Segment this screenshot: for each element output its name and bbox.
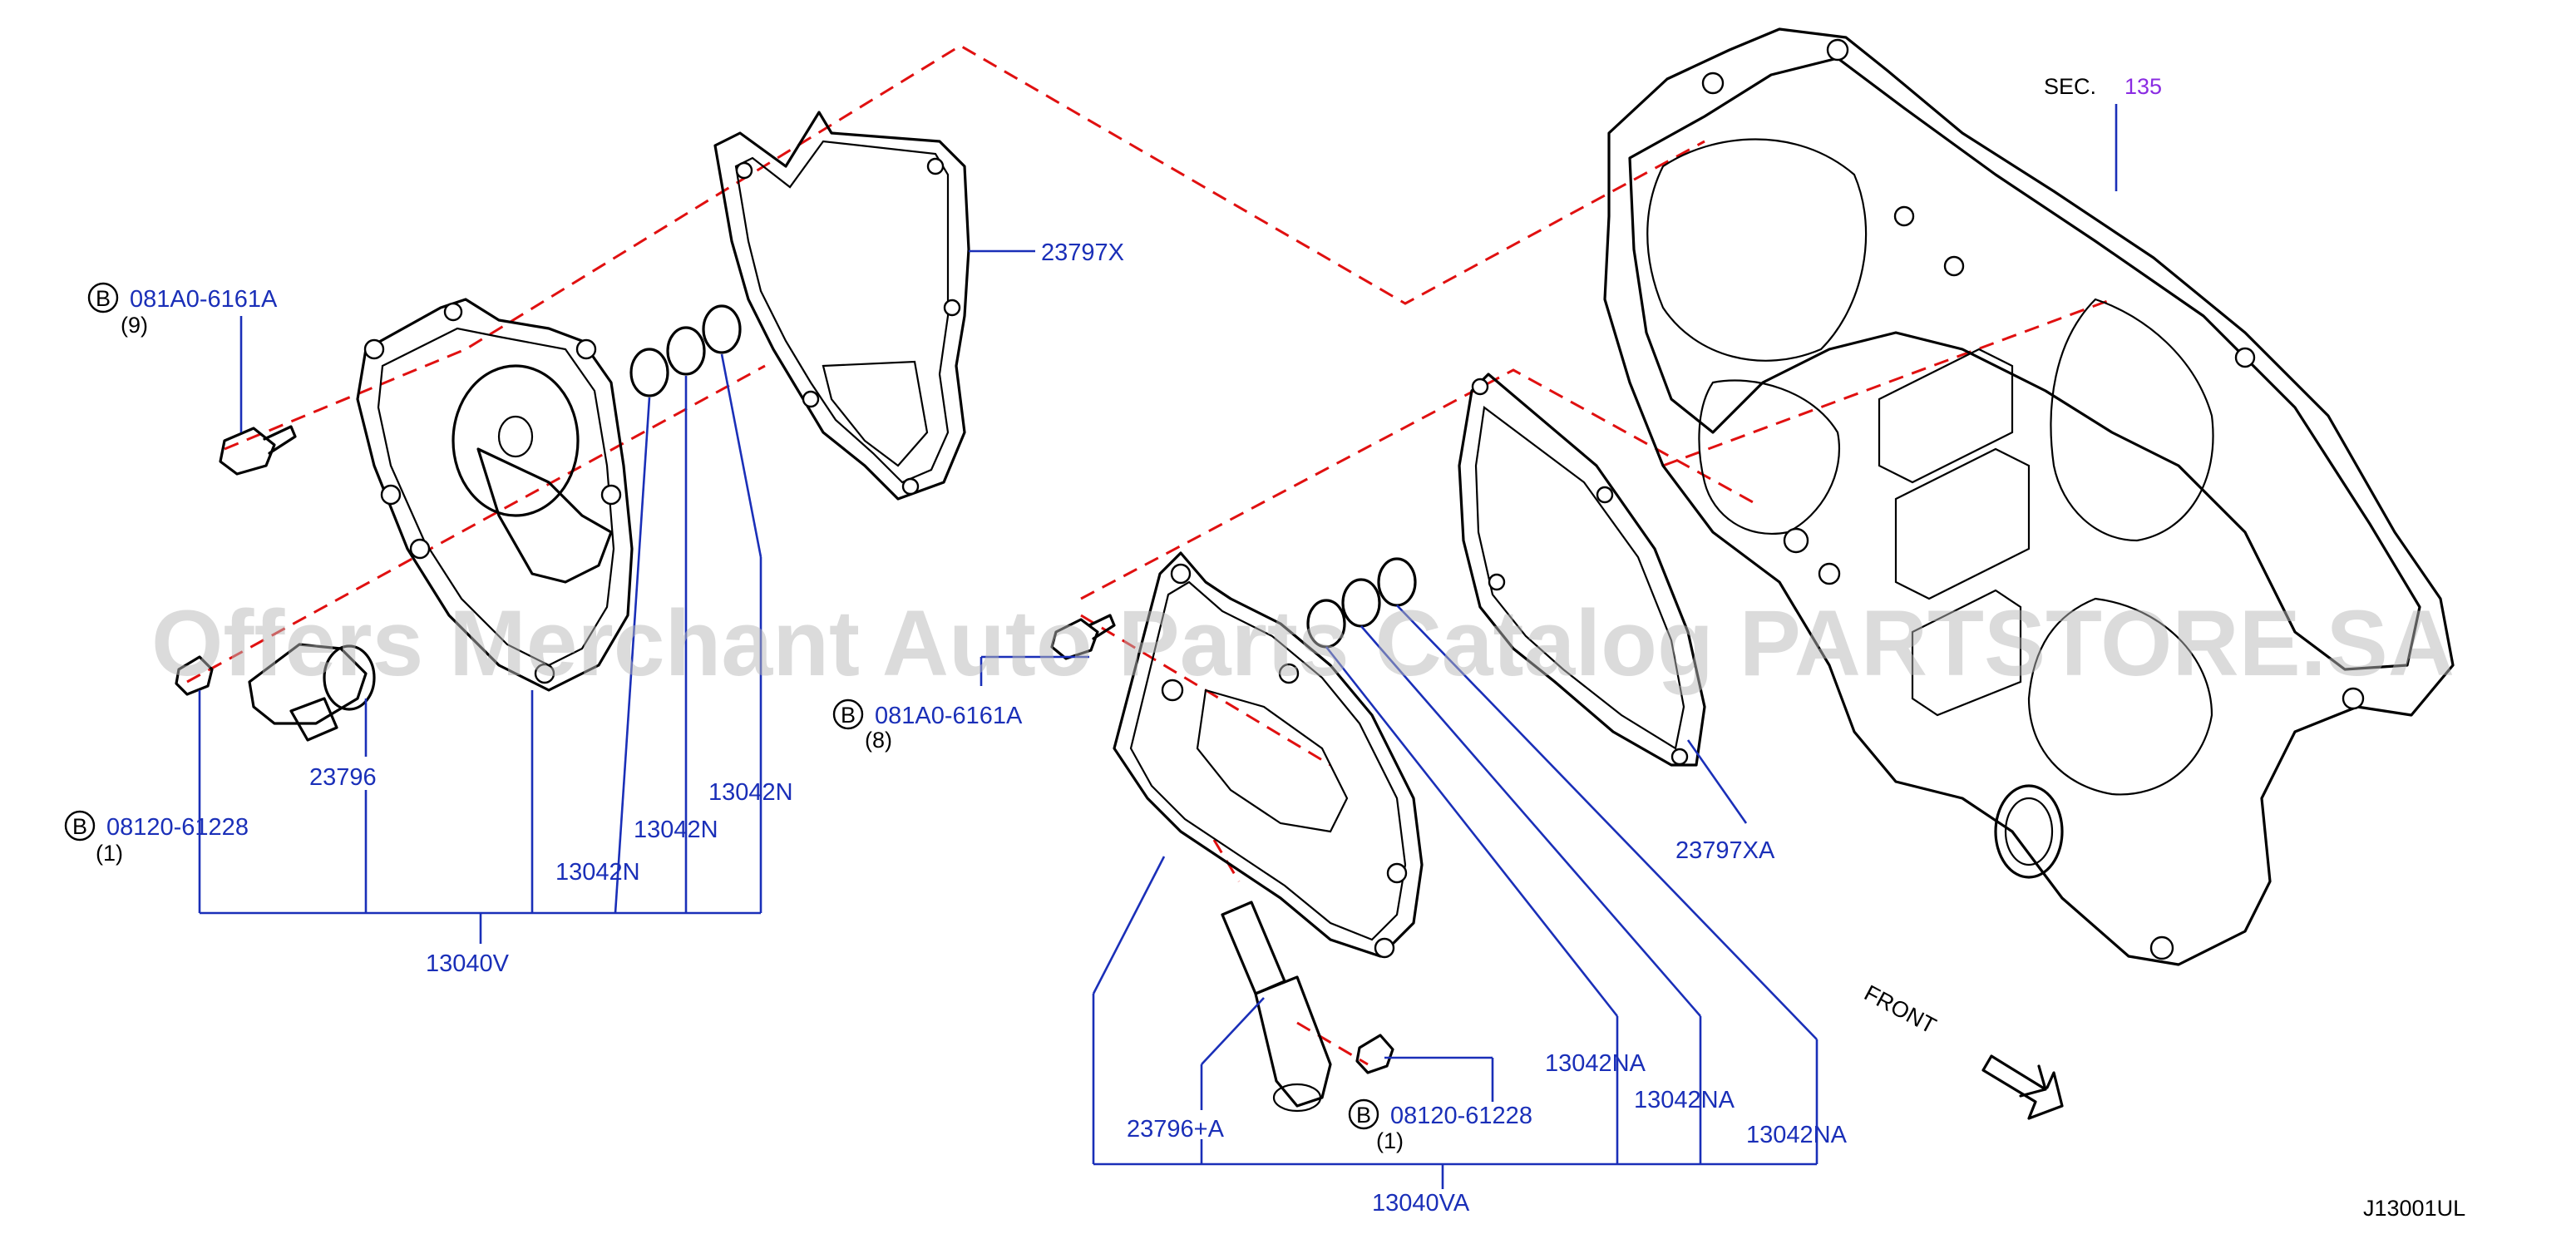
alignment-lines [186, 44, 2113, 1066]
label-screw-lower-qty: (1) [1376, 1128, 1404, 1153]
bolt-badge-lower [832, 698, 864, 730]
label-solenoid-upper[interactable]: 23796 [309, 764, 377, 791]
label-screw-lower[interactable]: 08120-61228 [1390, 1103, 1532, 1129]
bolt-badge-lower-letter: B [841, 703, 856, 728]
label-solenoid-lower[interactable]: 23796+A [1127, 1116, 1225, 1143]
vtc-cover-upper [356, 298, 634, 692]
label-screw-upper[interactable]: 08120-61228 [106, 814, 249, 841]
label-oring-lower-2[interactable]: 13042NA [1634, 1087, 1735, 1113]
watermark: Offers Merchant Auto Parts Catalog PARTS… [151, 591, 2455, 695]
bolt-badge-upper [87, 282, 119, 313]
label-bolt-lower[interactable]: 081A0-6161A [875, 703, 1023, 729]
label-oring-upper-1[interactable]: 13042N [555, 859, 640, 886]
label-bolt-upper[interactable]: 081A0-6161A [130, 286, 278, 313]
gasket-upper [713, 111, 970, 501]
gasket-lower [1458, 373, 1706, 767]
label-assy-lower[interactable]: 13040VA [1372, 1190, 1470, 1217]
screw-badge-upper [64, 810, 96, 842]
vtc-cover-lower [1113, 551, 1424, 959]
solenoid-upper [248, 643, 376, 742]
diagram-id: J13001UL [2363, 1196, 2465, 1221]
timing-chain-case [1603, 27, 2455, 966]
front-arrow-icon [1981, 1054, 2064, 1120]
label-bolt-lower-qty: (8) [865, 728, 892, 753]
label-oring-lower-3[interactable]: 13042NA [1746, 1122, 1848, 1148]
section-prefix: SEC. [2044, 74, 2096, 99]
leader-lines [198, 104, 2118, 1189]
screw-lower [1355, 1034, 1394, 1074]
screw-badge-lower-letter: B [1356, 1103, 1371, 1128]
front-label: FRONT [1860, 980, 1940, 1039]
section-link[interactable]: 135 [2124, 74, 2162, 99]
label-oring-lower-1[interactable]: 13042NA [1545, 1050, 1646, 1077]
screw-badge-lower [1348, 1098, 1379, 1130]
screw-badge-upper-letter: B [72, 814, 87, 839]
bolt-lower [1050, 614, 1116, 660]
label-screw-upper-qty: (1) [96, 841, 123, 866]
bolt-upper [219, 425, 297, 476]
bolt-badge-upper-letter: B [96, 286, 111, 311]
label-gasket-upper[interactable]: 23797X [1041, 239, 1124, 266]
label-oring-upper-2[interactable]: 13042N [634, 817, 718, 843]
label-oring-upper-3[interactable]: 13042N [708, 779, 793, 806]
label-assy-upper[interactable]: 13040V [426, 950, 510, 977]
solenoid-lower [1221, 901, 1332, 1113]
label-bolt-upper-qty: (9) [121, 313, 148, 338]
screw-upper [175, 655, 214, 696]
label-gasket-lower[interactable]: 23797XA [1675, 837, 1775, 864]
